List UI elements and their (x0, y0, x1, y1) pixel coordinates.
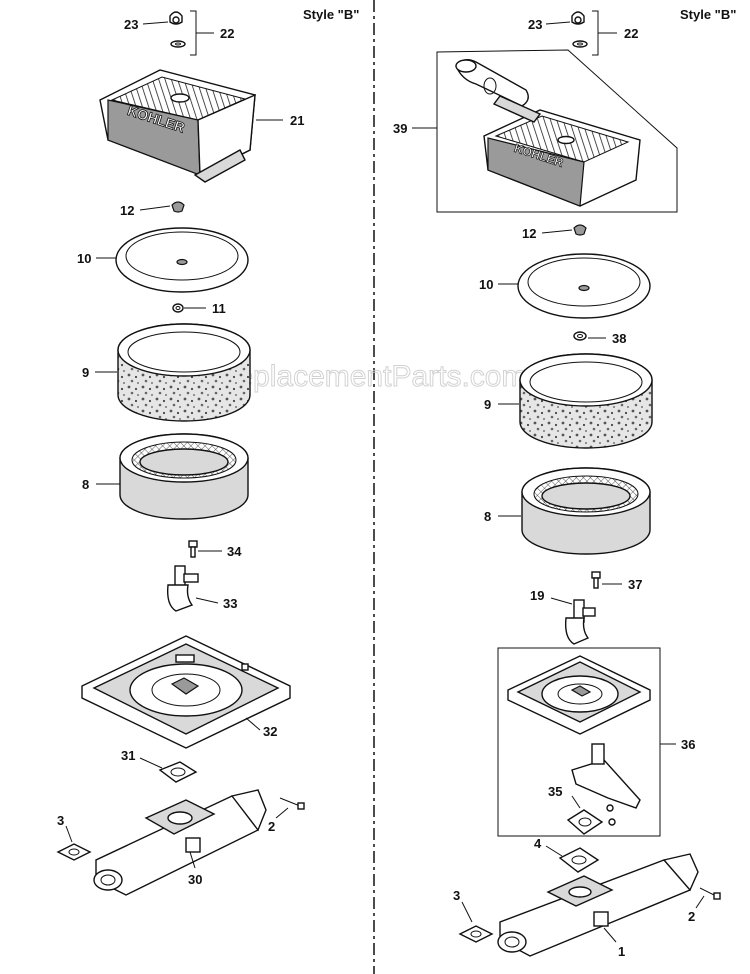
callout-9-right: 9 (484, 397, 491, 412)
clip-12-left (171, 201, 185, 213)
gasket-35-right (566, 804, 616, 835)
cover-plate-right (517, 253, 651, 319)
breather-elbow-left (166, 565, 199, 612)
callout-30-left: 30 (188, 872, 202, 887)
gasket-3-left (56, 843, 92, 861)
gasket-3-right (458, 925, 494, 943)
callout-21-left: 21 (290, 113, 304, 128)
callout-8-right: 8 (484, 509, 491, 524)
bolt-2-left (279, 797, 305, 810)
gasket-4-right (558, 847, 600, 873)
callout-10-left: 10 (77, 251, 91, 266)
watermark: eReplacementParts.com (198, 360, 526, 393)
base-plate-left (81, 635, 291, 749)
style-label-right: Style "B" (680, 7, 736, 22)
style-label-left: Style "B" (303, 7, 359, 22)
seal-11-left (172, 303, 184, 313)
wing-nut-right (571, 11, 588, 48)
cover-plate-left (115, 227, 249, 293)
callout-37-right: 37 (628, 577, 642, 592)
manifold-1-right (497, 853, 699, 957)
callout-1-right: 1 (618, 944, 625, 959)
callout-2-left: 2 (268, 819, 275, 834)
callout-22-right: 22 (624, 26, 638, 41)
callout-39-right: 39 (393, 121, 407, 136)
air-cleaner-cover-right: KOHLER (455, 59, 641, 207)
callout-31-left: 31 (121, 748, 135, 763)
gasket-31-left (158, 761, 198, 783)
callout-23-right: 23 (528, 17, 542, 32)
callout-34-left: 34 (227, 544, 242, 559)
bolt-2-right (699, 887, 721, 900)
filter-element-right (521, 467, 651, 555)
precleaner-left (117, 323, 251, 422)
callout-19-right: 19 (530, 588, 544, 603)
precleaner-right (519, 353, 653, 449)
right-column: 23 22 KOHLER 39 12 10 (393, 10, 721, 959)
callout-4-right: 4 (534, 836, 542, 851)
base-plate-right (507, 655, 651, 809)
callout-32-left: 32 (263, 724, 277, 739)
base-assembly-box (497, 647, 661, 837)
filter-element-left (119, 433, 249, 520)
air-cleaner-cover-left: KOHLER (99, 69, 256, 183)
seal-38-right (573, 331, 587, 341)
callout-9-left: 9 (82, 365, 89, 380)
callout-10-right: 10 (479, 277, 493, 292)
callout-36-right: 36 (681, 737, 695, 752)
screw-37-right (591, 571, 601, 589)
callout-11-left: 11 (212, 301, 226, 316)
callout-8-left: 8 (82, 477, 89, 492)
callout-12-left: 12 (120, 203, 134, 218)
callout-22-left: 22 (220, 26, 234, 41)
callout-23-left: 23 (124, 17, 138, 32)
callout-3-left: 3 (57, 813, 64, 828)
callout-33-left: 33 (223, 596, 237, 611)
wing-nut-left (169, 11, 186, 48)
callout-35-right: 35 (548, 784, 562, 799)
callout-12-right: 12 (522, 226, 536, 241)
cover-assembly-box (436, 49, 678, 213)
callout-2-right: 2 (688, 909, 695, 924)
callout-38-right: 38 (612, 331, 626, 346)
callout-3-right: 3 (453, 888, 460, 903)
breather-elbow-right (564, 599, 596, 645)
clip-12-right (573, 224, 587, 236)
screw-34-left (188, 540, 198, 558)
manifold-30-left (93, 789, 267, 896)
left-column: 23 22 KOHLER 21 12 10 (56, 10, 305, 896)
